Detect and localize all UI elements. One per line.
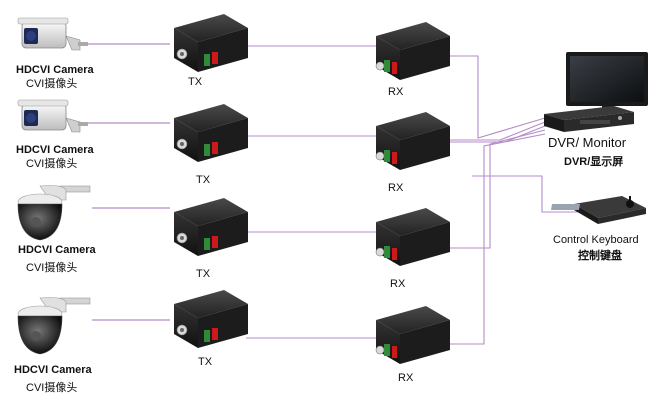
rx-1-device — [375, 22, 450, 80]
fiber-links — [246, 45, 380, 339]
rx-3-label: RX — [390, 278, 406, 290]
keyboard-label: Control Keyboard — [553, 234, 639, 246]
camera-1-label: HDCVI Camera — [16, 64, 94, 76]
camera-4-sublabel: CVI摄像头 — [26, 382, 78, 394]
rx-1-label: RX — [388, 86, 404, 98]
camera-1-bullet — [17, 17, 88, 51]
tx-2-label: TX — [196, 174, 211, 186]
rx-4-device — [375, 306, 450, 364]
keyboard-sublabel: 控制键盘 — [578, 250, 622, 262]
camera-2-sublabel: CVI摄像头 — [26, 158, 78, 170]
dvr-sublabel: DVR/显示屏 — [564, 156, 624, 168]
camera-2-label: HDCVI Camera — [16, 144, 94, 156]
tx-3-device — [174, 198, 248, 256]
dvr-label: DVR/ Monitor — [548, 135, 627, 150]
camera-4-label: HDCVI Camera — [14, 364, 92, 376]
tx-1-label: TX — [188, 76, 203, 88]
camera-3-label: HDCVI Camera — [18, 244, 96, 256]
camera-1-sublabel: CVI摄像头 — [26, 78, 78, 90]
rx-to-dvr-cables — [446, 55, 578, 345]
rx-2-label: RX — [388, 182, 404, 194]
camera-3-dome — [17, 185, 91, 241]
rx-3-device — [375, 208, 450, 266]
tx-1-device — [174, 14, 248, 72]
tx-4-label: TX — [198, 356, 213, 368]
camera-2-bullet — [17, 99, 88, 133]
dvr-device — [544, 106, 634, 132]
rx-4-label: RX — [398, 372, 414, 384]
camera-3-sublabel: CVI摄像头 — [26, 262, 78, 274]
camera-cables — [88, 43, 170, 321]
monitor-device — [566, 52, 648, 113]
control-keyboard-device — [550, 196, 646, 224]
rx-2-device — [375, 112, 450, 170]
tx-4-device — [174, 290, 248, 348]
tx-3-label: TX — [196, 268, 211, 280]
camera-4-dome — [17, 297, 91, 355]
tx-2-device — [174, 104, 248, 162]
